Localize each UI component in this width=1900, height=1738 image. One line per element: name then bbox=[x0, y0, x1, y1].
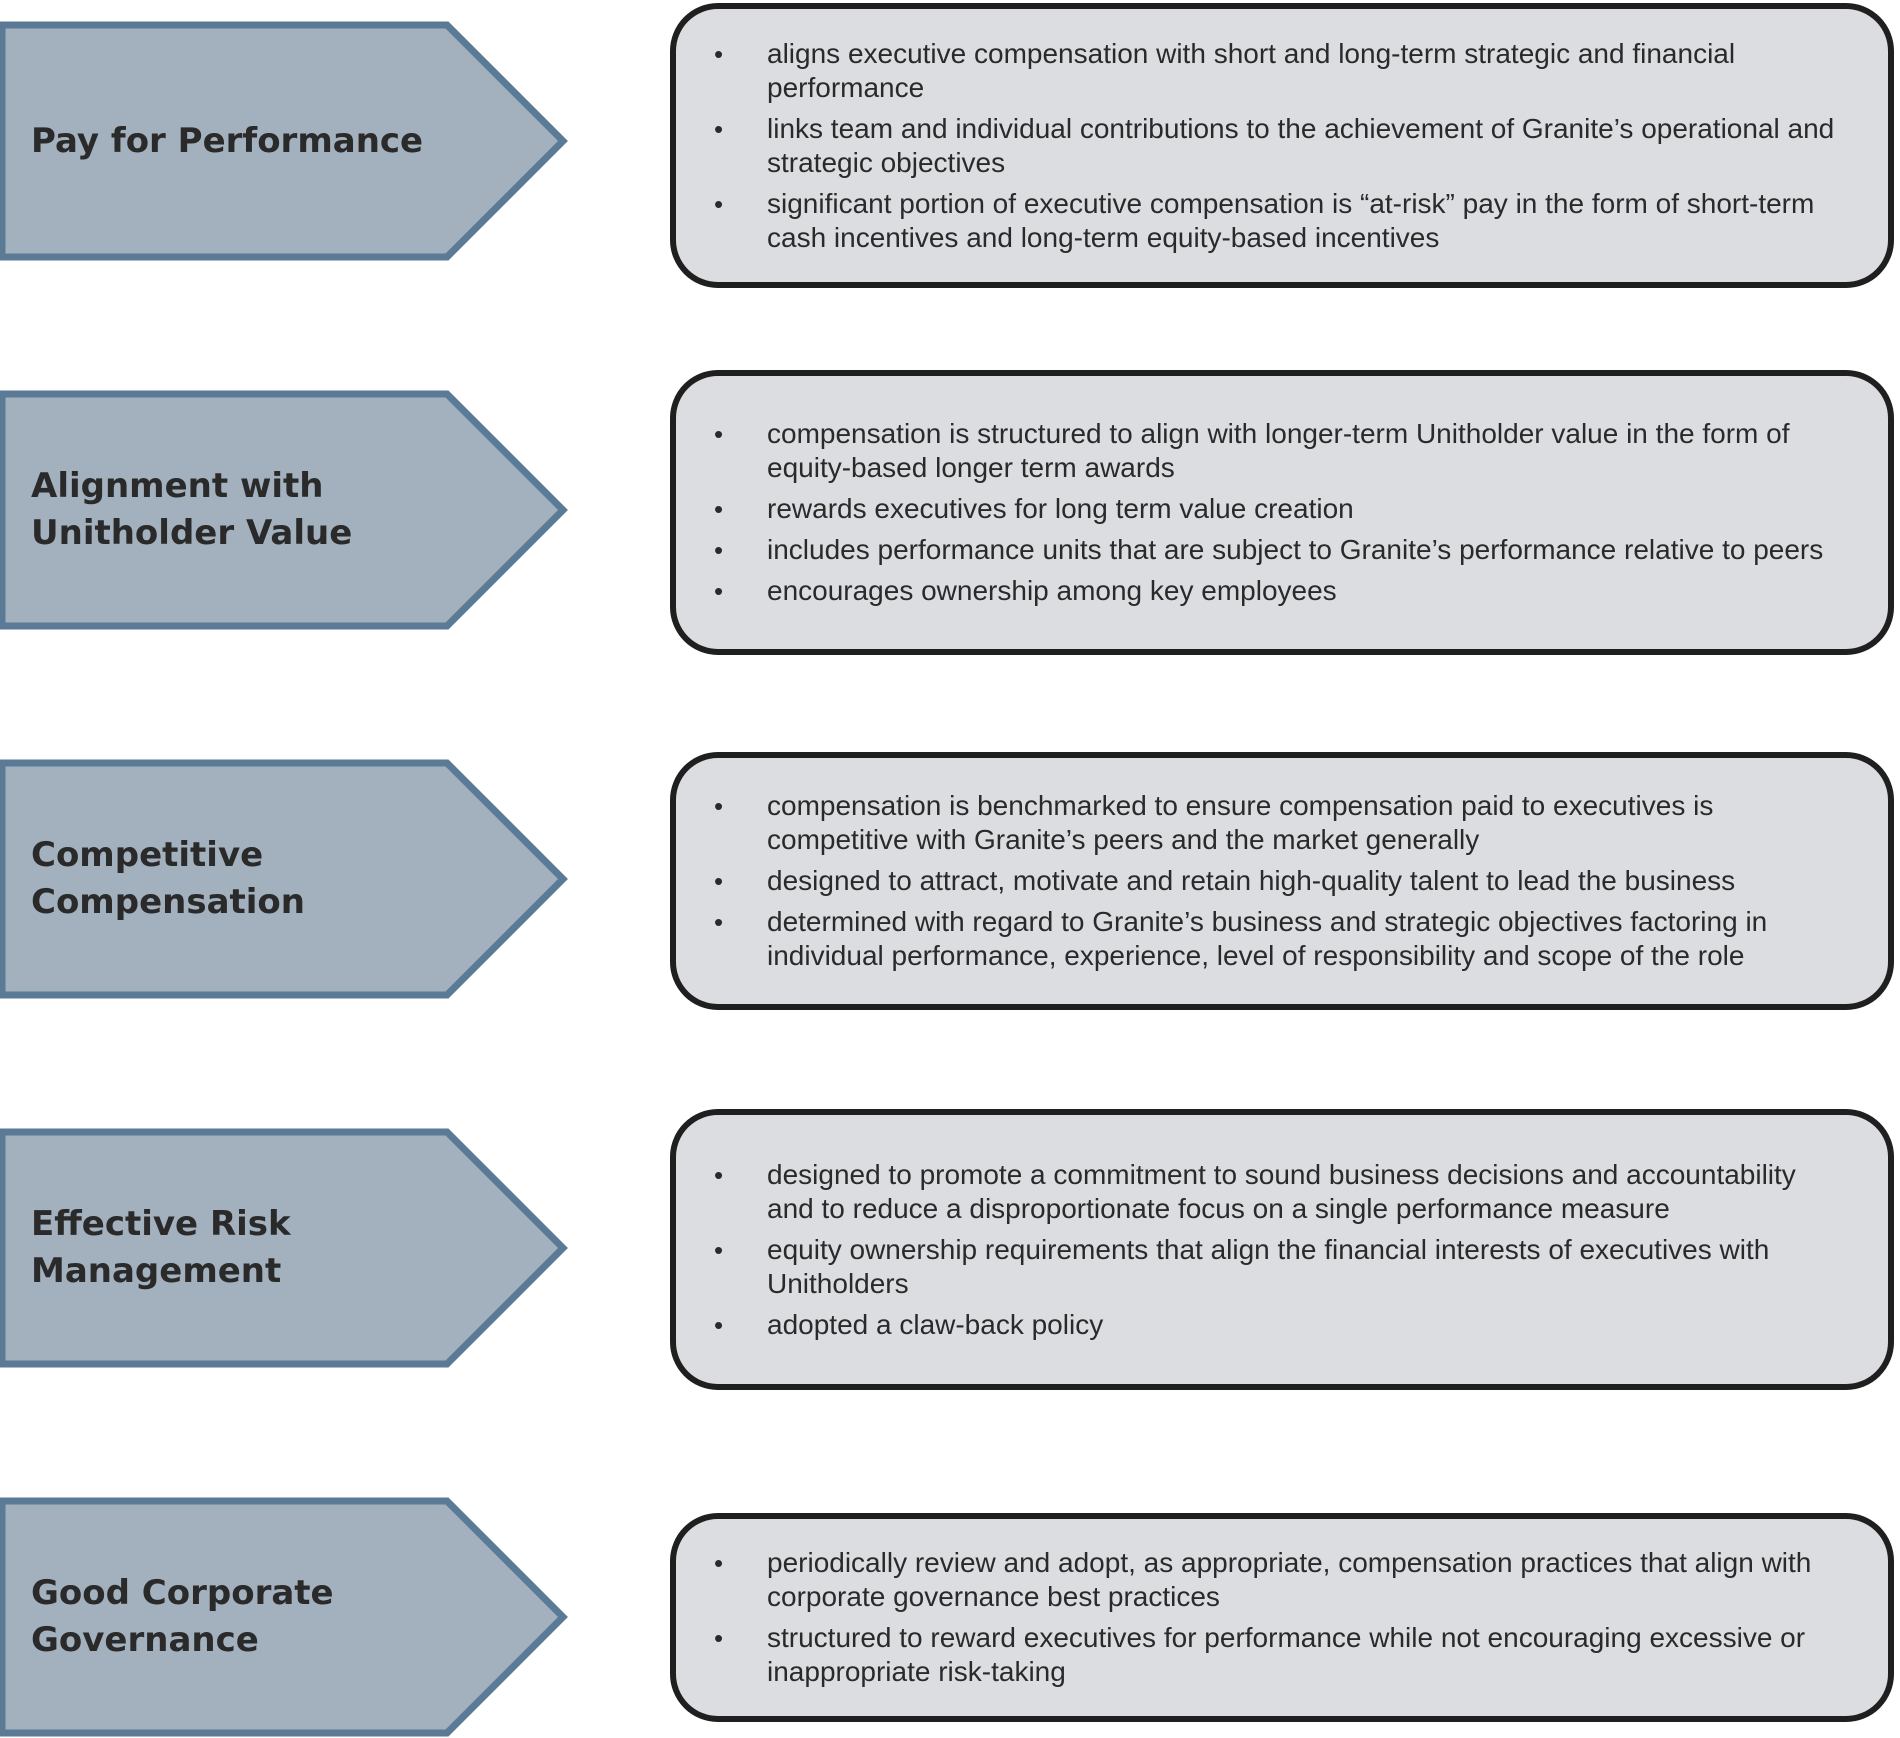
point-text: determined with regard to Granite’s busi… bbox=[767, 906, 1768, 971]
principle-title: Effective Risk Management bbox=[31, 1128, 451, 1368]
principle-points-list: • aligns executive compensation with shor… bbox=[712, 37, 1842, 255]
principle-title-line: Pay for Performance bbox=[31, 120, 424, 161]
principle-title-line: Unitholder Value bbox=[31, 513, 353, 553]
point-text: adopted a claw-back policy bbox=[767, 1308, 1104, 1340]
list-item: • designed to promote a commitment to sou… bbox=[712, 1158, 1842, 1226]
bullet-icon: • bbox=[714, 188, 724, 219]
point-text: periodically review and adopt, as approp… bbox=[767, 1547, 1812, 1612]
principle-chevron: Competitive Compensation bbox=[0, 759, 570, 999]
list-item: • rewards executives for long term value … bbox=[712, 492, 1842, 526]
bullet-icon: • bbox=[714, 38, 724, 69]
principle-row-competitive-compensation: Competitive Compensation • compensation i… bbox=[0, 752, 1900, 1029]
point-text: includes performance units that are subj… bbox=[767, 534, 1824, 565]
principle-points-list: • designed to promote a commitment to sou… bbox=[712, 1158, 1842, 1342]
bullet-icon: • bbox=[714, 535, 724, 565]
point-text: compensation is structured to align with… bbox=[767, 418, 1790, 483]
principle-chevron: Alignment with Unitholder Value bbox=[0, 390, 570, 630]
bullet-icon: • bbox=[714, 1234, 724, 1265]
chevron-arrow-shape bbox=[0, 390, 568, 630]
point-text: structured to reward executives for perf… bbox=[767, 1622, 1806, 1687]
list-item: • structured to reward executives for per… bbox=[712, 1621, 1842, 1689]
principle-title: Alignment with Unitholder Value bbox=[31, 390, 451, 630]
bullet-icon: • bbox=[714, 791, 724, 821]
point-text: significant portion of executive compens… bbox=[767, 187, 1815, 253]
principle-chevron: Effective Risk Management bbox=[0, 1128, 570, 1368]
principle-title-line: Management bbox=[31, 1251, 282, 1291]
bullet-icon: • bbox=[714, 866, 724, 896]
principle-row-pay-for-performance: Pay for Performance • aligns executive co… bbox=[0, 3, 1900, 291]
point-text: designed to attract, motivate and retain… bbox=[767, 865, 1736, 896]
chevron-arrow-shape bbox=[0, 759, 568, 999]
bullet-icon: • bbox=[714, 113, 724, 144]
point-text: aligns executive compensation with short… bbox=[767, 37, 1736, 103]
principle-title-line: Good Corporate bbox=[31, 1573, 334, 1613]
principle-detail-card: • designed to promote a commitment to sou… bbox=[670, 1109, 1894, 1390]
list-item: • determined with regard to Granite’s bus… bbox=[712, 905, 1842, 973]
point-text: compensation is benchmarked to ensure co… bbox=[767, 790, 1714, 855]
chevron-arrow-shape bbox=[0, 1128, 568, 1368]
bullet-icon: • bbox=[714, 419, 724, 449]
chevron-arrow-shape bbox=[0, 1497, 568, 1737]
bullet-icon: • bbox=[714, 494, 724, 524]
list-item: • compensation is structured to align wit… bbox=[712, 417, 1842, 485]
principle-detail-card: • aligns executive compensation with shor… bbox=[670, 3, 1894, 288]
principle-title-line: Alignment with bbox=[31, 466, 324, 506]
chevron-arrow-shape bbox=[0, 21, 568, 261]
bullet-icon: • bbox=[714, 1623, 724, 1653]
principle-detail-card: • periodically review and adopt, as appro… bbox=[670, 1513, 1894, 1722]
list-item: • designed to attract, motivate and retai… bbox=[712, 864, 1842, 898]
principle-title-line: Governance bbox=[31, 1620, 259, 1660]
principle-chevron: Pay for Performance bbox=[0, 21, 570, 261]
bullet-icon: • bbox=[714, 1159, 724, 1190]
bullet-icon: • bbox=[714, 1309, 724, 1340]
point-text: encourages ownership among key employees bbox=[767, 575, 1337, 606]
principle-points-list: • periodically review and adopt, as appro… bbox=[712, 1546, 1842, 1689]
principle-title: Pay for Performance bbox=[31, 21, 451, 261]
point-text: links team and individual contributions … bbox=[767, 112, 1835, 178]
list-item: • periodically review and adopt, as appro… bbox=[712, 1546, 1842, 1614]
principle-points-list: • compensation is benchmarked to ensure c… bbox=[712, 789, 1842, 973]
bullet-icon: • bbox=[714, 576, 724, 606]
principle-detail-card: • compensation is structured to align wit… bbox=[670, 370, 1894, 655]
principle-title: Competitive Compensation bbox=[31, 759, 451, 999]
list-item: • aligns executive compensation with shor… bbox=[712, 37, 1842, 105]
principle-row-alignment-with-unitholder-value: Alignment with Unitholder Value • compens… bbox=[0, 370, 1900, 690]
bullet-icon: • bbox=[714, 907, 724, 937]
list-item: • links team and individual contributions… bbox=[712, 112, 1842, 180]
principle-title-line: Effective Risk bbox=[31, 1204, 291, 1244]
list-item: • includes performance units that are sub… bbox=[712, 533, 1842, 567]
principle-title-line: Competitive bbox=[31, 835, 264, 875]
list-item: • equity ownership requirements that alig… bbox=[712, 1233, 1842, 1301]
principle-title: Good Corporate Governance bbox=[31, 1497, 451, 1737]
principle-row-effective-risk-management: Effective Risk Management • designed to p… bbox=[0, 1109, 1900, 1418]
list-item: • adopted a claw-back policy bbox=[712, 1308, 1842, 1342]
principle-detail-card: • compensation is benchmarked to ensure c… bbox=[670, 752, 1894, 1010]
list-item: • encourages ownership among key employee… bbox=[712, 574, 1842, 608]
principle-row-good-corporate-governance: Good Corporate Governance • periodically … bbox=[0, 1497, 1900, 1737]
bullet-icon: • bbox=[714, 1548, 724, 1578]
point-text: designed to promote a commitment to soun… bbox=[767, 1158, 1796, 1224]
point-text: equity ownership requirements that align… bbox=[767, 1233, 1770, 1299]
principle-points-list: • compensation is structured to align wit… bbox=[712, 417, 1842, 608]
point-text: rewards executives for long term value c… bbox=[767, 493, 1354, 524]
principle-chevron: Good Corporate Governance bbox=[0, 1497, 570, 1737]
list-item: • compensation is benchmarked to ensure c… bbox=[712, 789, 1842, 857]
list-item: • significant portion of executive compen… bbox=[712, 187, 1842, 255]
principle-title-line: Compensation bbox=[31, 882, 305, 922]
